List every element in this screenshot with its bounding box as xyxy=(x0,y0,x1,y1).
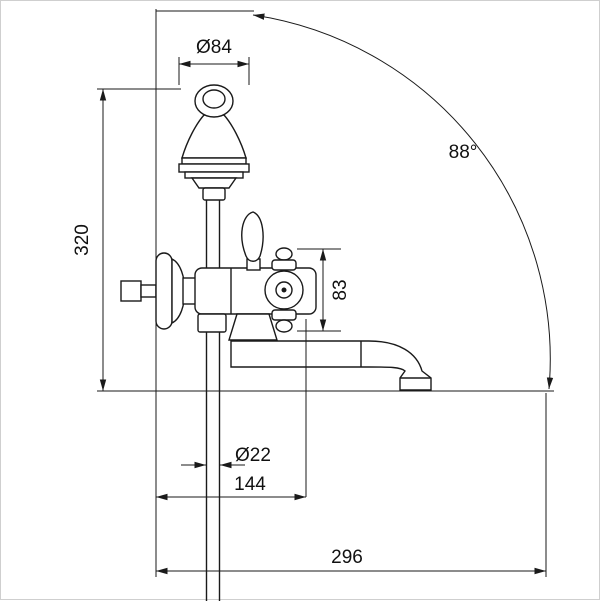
dim-label-wall-offset: 144 xyxy=(234,474,266,495)
handset-base xyxy=(190,177,238,189)
spout-connector xyxy=(228,313,278,341)
spout-tube xyxy=(230,340,432,391)
dim-label-hose-diameter: Ø22 xyxy=(235,445,271,466)
faucet-drawing xyxy=(120,84,432,601)
handset-rib-wide xyxy=(178,163,250,173)
dim-label-spout-angle: 88° xyxy=(449,142,478,163)
dim-label-overall-height: 320 xyxy=(72,224,93,256)
hose-fitting xyxy=(197,313,227,333)
dim-label-handle-height: 83 xyxy=(330,279,351,300)
dimension-wall-offset: 144 xyxy=(156,474,306,501)
dimension-spout-reach: 296 xyxy=(156,393,547,577)
lever-handle xyxy=(241,211,264,262)
cross-handle xyxy=(264,247,304,333)
angle-arc xyxy=(252,13,554,390)
cross-handle-bottom-collar xyxy=(271,309,297,321)
handset-ring-inner xyxy=(202,89,226,109)
handset-rib xyxy=(181,157,247,165)
dimension-handle-height: 83 xyxy=(297,248,351,332)
cross-handle-bottom-tip xyxy=(275,319,293,333)
cross-handle-top-tip xyxy=(275,247,293,261)
dim-label-handset-diameter: Ø84 xyxy=(196,37,232,58)
dimension-handset-diameter: Ø84 xyxy=(178,37,250,85)
dimension-hose-diameter: Ø22 xyxy=(181,445,271,469)
dimension-layer: 320 Ø84 88° 83 Ø22 1 xyxy=(72,9,554,577)
dim-label-spout-reach: 296 xyxy=(331,547,363,568)
cross-handle-center-dot xyxy=(281,287,287,293)
dimension-spout-angle: 88° xyxy=(252,13,554,390)
wall-union-stub xyxy=(140,284,157,298)
wall-union-nut xyxy=(120,280,142,302)
dimension-overall-height: 320 xyxy=(72,89,107,391)
hand-shower xyxy=(178,84,250,201)
spout xyxy=(230,340,432,391)
handset-bell xyxy=(181,114,247,159)
handset-rib xyxy=(184,171,244,179)
handset-hose-nut xyxy=(202,187,226,201)
cross-handle-top-collar xyxy=(271,259,297,271)
wall-flange xyxy=(155,252,173,330)
